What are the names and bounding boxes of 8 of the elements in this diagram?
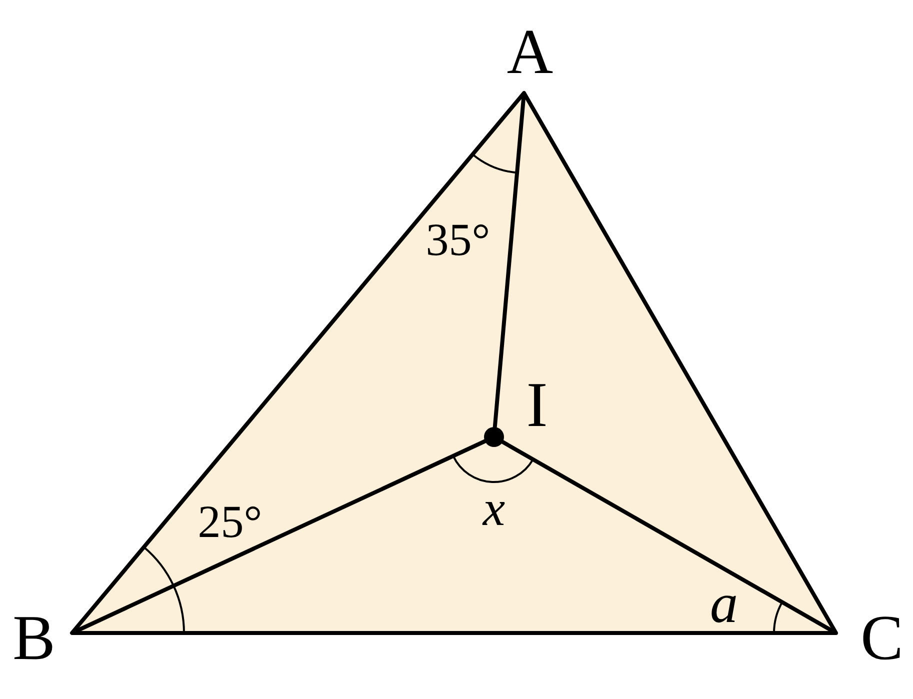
angle-label: 35°: [426, 217, 490, 263]
vertex-label: C: [860, 606, 904, 670]
point-label: I: [526, 373, 548, 437]
vertex-label: A: [506, 20, 554, 84]
angle-label: x: [482, 483, 506, 533]
angle-label: a: [710, 576, 738, 632]
vertex-label: B: [12, 606, 56, 670]
angle-label: 25°: [198, 499, 262, 545]
